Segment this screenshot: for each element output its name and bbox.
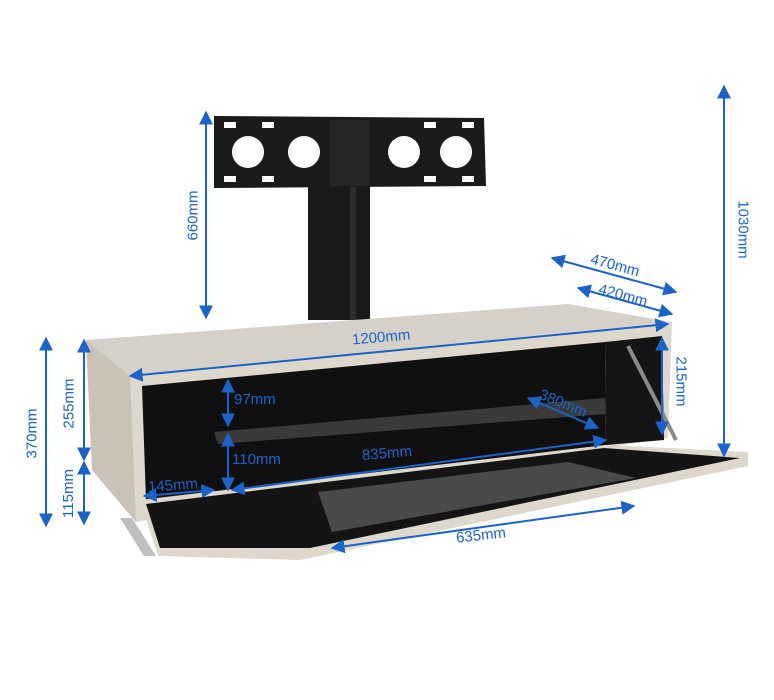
label-side-height: 215mm [672,356,690,407]
label-upper-height: 255mm [60,378,78,429]
support-pole [308,178,370,320]
label-shelf-gap-bottom: 110mm [232,451,281,468]
label-compartment-width: 835mm [361,442,413,465]
label-shelf-gap-top: 97mm [234,391,276,408]
cabinet-left-side [86,340,136,522]
label-side-width: 145mm [147,475,199,496]
label-pole-height: 660mm [184,190,202,241]
dimension-lines [39,84,731,554]
label-overall-height: 1030mm [734,200,752,259]
right-compartment [605,336,664,445]
glass-shelf [214,398,606,444]
tv-mounting-bracket [214,116,486,188]
pole-highlight [350,180,356,320]
chrome-leg [120,518,156,556]
label-cabinet-height: 370mm [23,408,41,459]
label-leg-height: 115mm [59,469,77,518]
